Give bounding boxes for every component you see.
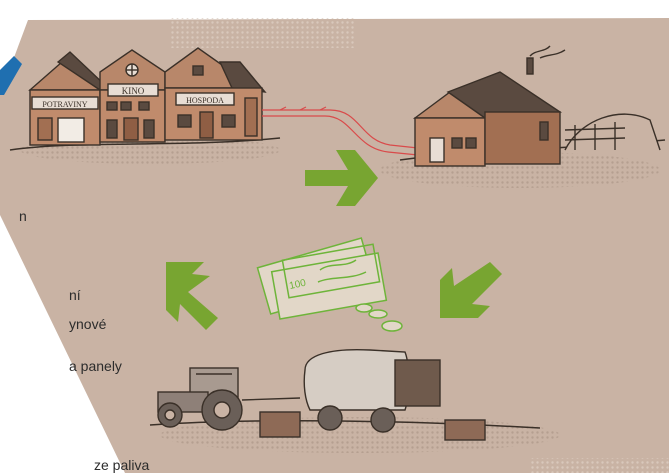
side-text-line-3: ynové xyxy=(69,316,106,332)
shop-sign: POTRAVINY xyxy=(42,100,87,109)
side-text-line-4: a panely xyxy=(69,358,122,374)
pub-sign: HOSPODA xyxy=(186,96,224,105)
side-text-line-2: ní xyxy=(69,287,81,303)
side-text-line-5: ze paliva xyxy=(94,457,149,473)
halftone-patch-bottom-right xyxy=(530,458,669,473)
village-buildings xyxy=(30,48,265,145)
side-text-line-1: n xyxy=(19,208,27,224)
halftone-patch-top xyxy=(170,18,355,48)
cinema-sign: KINO xyxy=(122,86,145,96)
